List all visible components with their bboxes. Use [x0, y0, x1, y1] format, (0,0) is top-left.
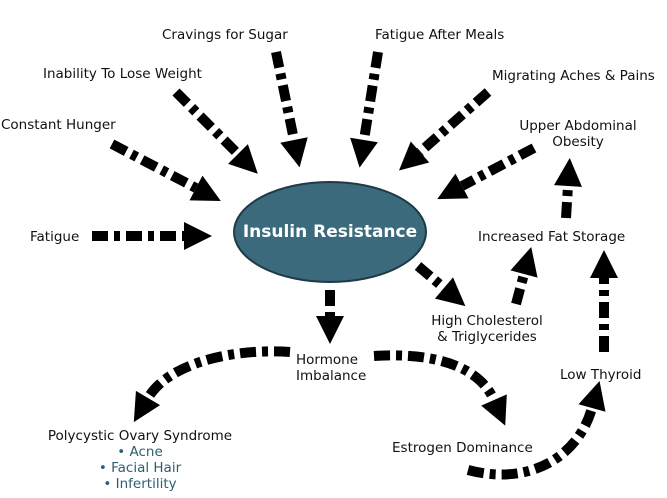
- label-constant-hunger: Constant Hunger: [1, 117, 116, 133]
- label-pcos-acne: • Acne: [117, 444, 163, 460]
- label-hormone-line1: Hormone: [296, 352, 358, 368]
- label-inability-to-lose-weight: Inability To Lose Weight: [43, 66, 202, 82]
- label-upper-abdominal-line1: Upper Abdominal: [519, 118, 637, 134]
- label-hormone-line2: Imbalance: [296, 368, 367, 384]
- label-high-cholesterol-line1: High Cholesterol: [431, 313, 543, 329]
- label-hormone-imbalance: Hormone Imbalance: [296, 352, 366, 384]
- label-cravings-for-sugar: Cravings for Sugar: [162, 27, 288, 43]
- arrow-upper-abdominal-to-hub: [437, 143, 537, 200]
- label-upper-abdominal-line2: Obesity: [552, 134, 604, 150]
- arrow-fatigue-after-meals-to-hub: [350, 51, 383, 168]
- arrow-hub-to-cholesterol: [414, 262, 466, 307]
- arrow-hormone-to-estrogen: [373, 350, 507, 426]
- label-estrogen-dominance: Estrogen Dominance: [392, 440, 533, 456]
- arrow-cholesterol-to-fat-storage: [510, 246, 538, 306]
- arrow-fat-storage-to-obesity: [554, 158, 582, 219]
- label-upper-abdominal-obesity: Upper Abdominal Obesity: [500, 118, 656, 150]
- insulin-resistance-label: Insulin Resistance: [242, 222, 418, 242]
- label-pcos-title: Polycystic Ovary Syndrome: [47, 428, 233, 444]
- label-pcos-block: Polycystic Ovary Syndrome • Acne • Facia…: [30, 428, 250, 492]
- arrow-inability-to-hub: [172, 88, 258, 174]
- label-fatigue: Fatigue: [30, 229, 80, 245]
- label-migrating-aches: Migrating Aches & Pains: [492, 68, 655, 84]
- arrow-hormone-to-pcos: [133, 346, 291, 423]
- insulin-resistance-node: [233, 181, 427, 283]
- arrow-cravings-to-hub: [271, 50, 308, 168]
- label-low-thyroid: Low Thyroid: [560, 367, 642, 383]
- label-pcos-infertility: • Infertility: [103, 476, 177, 492]
- label-high-cholesterol-line2: & Triglycerides: [437, 329, 537, 345]
- arrow-constant-hunger-to-hub: [109, 139, 221, 201]
- arrow-migrating-aches-to-hub: [399, 88, 492, 171]
- label-high-cholesterol: High Cholesterol & Triglycerides: [412, 313, 562, 345]
- label-fatigue-after-meals: Fatigue After Meals: [375, 27, 505, 43]
- label-pcos-facial-hair: • Facial Hair: [98, 460, 182, 476]
- label-increased-fat-storage: Increased Fat Storage: [478, 229, 626, 245]
- arrow-estrogen-to-low-thyroid: [466, 381, 606, 480]
